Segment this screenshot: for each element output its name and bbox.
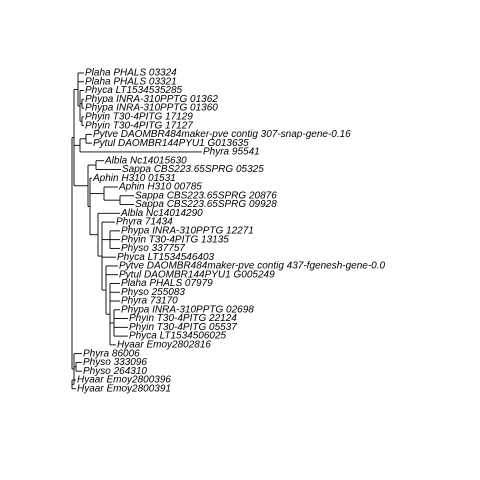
leaf-label: Phyra 73170 bbox=[121, 296, 178, 307]
tree-branches bbox=[71, 72, 202, 390]
leaf-label: Aphin H310 00785 bbox=[118, 182, 202, 193]
leaf-label: Pytul DAOMBR144PYU1 G013635 bbox=[93, 138, 249, 149]
leaf-label: Phyra 71434 bbox=[116, 217, 173, 228]
leaf-label: Phyin T30-4PITG 05537 bbox=[129, 322, 237, 333]
leaf-label: Phypa INRA-310PPTG 02698 bbox=[121, 304, 254, 315]
leaf-label: Phypa INRA-310PPTG 01360 bbox=[85, 103, 218, 114]
leaf-label: Phyra 86006 bbox=[83, 348, 140, 359]
leaf-label: Physo 333096 bbox=[83, 357, 147, 368]
leaf-label: Plaha PHALS 03321 bbox=[85, 76, 177, 87]
leaf-label: Sappa CBS223.65SPRG 09928 bbox=[135, 199, 277, 210]
leaf-label: Pytul DAOMBR144PYU1 G005249 bbox=[119, 269, 275, 280]
leaf-label: Phyra 95541 bbox=[203, 147, 260, 158]
leaf-label: Sappa CBS223.65SPRG 05325 bbox=[122, 164, 264, 175]
leaf-label: Pytve DAOMBR484maker-pve contig 307-snap… bbox=[93, 129, 351, 140]
leaf-label: Phyin T30-4PITG 17127 bbox=[85, 120, 193, 131]
leaf-label: Sappa CBS223.65SPRG 20876 bbox=[135, 190, 277, 201]
leaf-label: Albla Nc14014290 bbox=[120, 208, 203, 219]
leaf-label: Hyaar Emoy2800396 bbox=[77, 375, 171, 386]
leaf-label: Phypa INRA-310PPTG 12271 bbox=[121, 226, 254, 237]
leaf-label: Phyin T30-4PITG 17129 bbox=[85, 111, 193, 122]
leaf-label: Aphin H310 01531 bbox=[92, 173, 176, 184]
leaf-label: Phyin T30-4PITG 13135 bbox=[121, 234, 229, 245]
leaf-label: Pytve DAOMBR484maker-pve contig 437-fgen… bbox=[119, 261, 386, 272]
leaf-label: Phyca LT1534535285 bbox=[85, 85, 183, 96]
leaf-label: Hyaar Emoy2800391 bbox=[77, 383, 171, 394]
leaf-label: Physo 264310 bbox=[83, 366, 147, 377]
leaf-label: Physo 255083 bbox=[121, 287, 185, 298]
leaf-label: Phyca LT1534546403 bbox=[117, 252, 215, 263]
leaf-label: Phyca LT1534506025 bbox=[129, 331, 227, 342]
leaf-label: Plaha PHALS 03324 bbox=[85, 68, 177, 79]
leaf-label: Plaha PHALS 07979 bbox=[121, 278, 213, 289]
leaf-label: Phyin T30-4PITG 22124 bbox=[129, 313, 237, 324]
leaf-label: Physo 337757 bbox=[121, 243, 185, 254]
leaf-label: Hyaar Emoy2802816 bbox=[117, 340, 211, 351]
leaf-label: Albla Nc14015630 bbox=[104, 155, 187, 166]
leaf-label: Phypa INRA-310PPTG 01362 bbox=[85, 94, 218, 105]
